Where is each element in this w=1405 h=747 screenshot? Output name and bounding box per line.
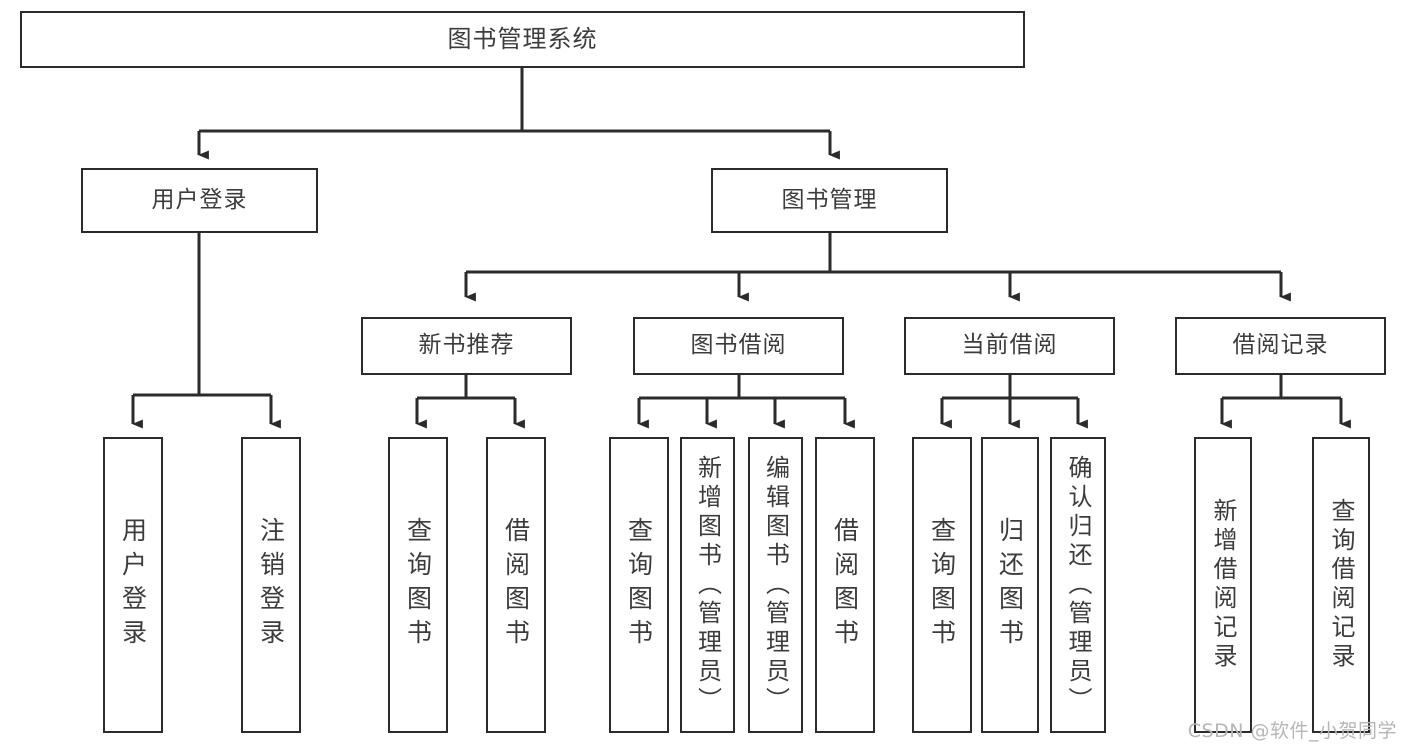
node-label: 当前借阅 xyxy=(961,332,1058,359)
node-leaf-confirm-return[interactable]: 确认归还（管理员） xyxy=(1050,437,1106,733)
node-borrow-record[interactable]: 借阅记录 xyxy=(1175,317,1386,375)
node-leaf-borrow-book-2[interactable]: 借阅图书 xyxy=(815,437,875,733)
node-label: 查询图书 xyxy=(624,517,654,653)
node-label: 查询借阅记录 xyxy=(1327,498,1355,672)
node-new-book-recommend[interactable]: 新书推荐 xyxy=(361,317,572,375)
node-label: 归还图书 xyxy=(995,517,1025,653)
node-label: 借阅记录 xyxy=(1232,332,1329,359)
node-leaf-logout-login[interactable]: 注销登录 xyxy=(241,437,301,733)
node-label: 图书借阅 xyxy=(690,332,787,359)
node-label: 图书管理 xyxy=(781,186,878,213)
node-leaf-query-book-3[interactable]: 查询图书 xyxy=(912,437,972,733)
node-leaf-query-book-2[interactable]: 查询图书 xyxy=(609,437,669,733)
node-label: 查询图书 xyxy=(927,517,957,653)
node-leaf-user-login[interactable]: 用户登录 xyxy=(103,437,163,733)
node-label: 图书管理系统 xyxy=(447,25,598,54)
node-leaf-query-record[interactable]: 查询借阅记录 xyxy=(1312,437,1370,733)
node-label: 注销登录 xyxy=(256,517,286,653)
node-label: 新增借阅记录 xyxy=(1209,498,1237,672)
csdn-watermark: CSDN @软件_小贺同学 xyxy=(1187,720,1397,742)
node-root-book-management-system[interactable]: 图书管理系统 xyxy=(20,11,1025,68)
node-current-borrow[interactable]: 当前借阅 xyxy=(904,317,1115,375)
node-leaf-add-record[interactable]: 新增借阅记录 xyxy=(1194,437,1252,733)
node-leaf-return-book[interactable]: 归还图书 xyxy=(981,437,1039,733)
node-label: 查询图书 xyxy=(403,517,433,653)
node-user-login[interactable]: 用户登录 xyxy=(81,168,318,233)
node-label: 编辑图书（管理员） xyxy=(761,454,790,716)
node-label: 借阅图书 xyxy=(830,517,860,653)
node-book-manage[interactable]: 图书管理 xyxy=(711,168,948,233)
node-leaf-add-book[interactable]: 新增图书（管理员） xyxy=(680,437,735,733)
node-label: 确认归还（管理员） xyxy=(1064,454,1092,716)
node-label: 用户登录 xyxy=(118,517,148,653)
node-label: 用户登录 xyxy=(151,186,248,213)
node-leaf-query-book-1[interactable]: 查询图书 xyxy=(388,437,448,733)
node-label: 新增图书（管理员） xyxy=(693,454,722,716)
node-leaf-borrow-book-1[interactable]: 借阅图书 xyxy=(486,437,546,733)
node-label: 借阅图书 xyxy=(501,517,531,653)
node-book-borrow[interactable]: 图书借阅 xyxy=(633,317,844,375)
node-leaf-edit-book[interactable]: 编辑图书（管理员） xyxy=(748,437,803,733)
node-label: 新书推荐 xyxy=(418,332,515,359)
